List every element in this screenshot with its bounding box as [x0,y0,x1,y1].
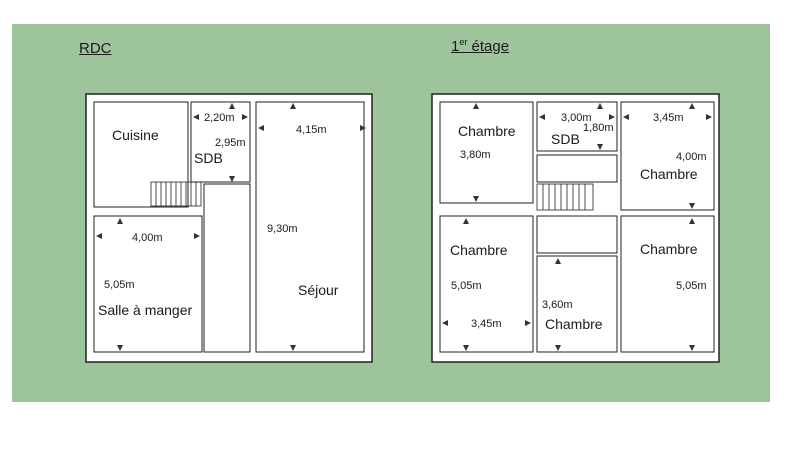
room-couloir [203,183,251,353]
dimension-label: 5,05m [451,280,482,292]
dimension-label: 2,20m [204,112,235,124]
room-rangement [536,215,618,254]
room-label-chambre: Chambre [450,242,508,258]
dimension-label: 4,15m [296,124,327,136]
etage-dimension-arrows [442,103,712,351]
room-label-sdb-etage: SDB [551,131,580,147]
room-label-chambre: Chambre [640,241,698,257]
room-label-chambre: Chambre [640,166,698,182]
plan-1er-etage: Chambre SDB Chambre Chambre Chambre Cham… [431,93,720,363]
title-superscript: er [459,37,468,47]
stairs-etage [536,183,594,211]
dimension-label: 5,05m [676,280,707,292]
room-label-chambre: Chambre [545,316,603,332]
title-1er-etage: 1er étage [451,37,509,55]
title-rest: étage [467,38,510,55]
room-cuisine [93,101,189,208]
room-label-sejour: Séjour [298,282,339,298]
stairs-rdc [150,181,202,207]
room-label-chambre: Chambre [458,123,516,139]
room-chambre-4 [536,255,618,353]
room-chambre-1 [439,101,534,204]
room-chambre-5 [620,215,715,353]
title-number: 1 [451,38,460,55]
dimension-label: 3,60m [542,299,573,311]
room-label-sdb-rdc: SDB [194,150,223,166]
title-rdc: RDC [79,40,112,57]
dimension-label: 9,30m [267,223,298,235]
dimension-label: 3,45m [471,318,502,330]
dimension-label: 3,45m [653,112,684,124]
room-chambre-3 [439,215,534,353]
rdc-dimension-arrows [96,103,366,351]
dimension-label: 1,80m [583,122,614,134]
plan-rdc: Cuisine SDB Séjour Salle à manger 2,20m … [85,93,373,363]
room-chambre-2 [620,101,715,211]
room-sdb-rdc [190,101,251,183]
dimension-label: 5,05m [104,279,135,291]
dimension-label: 4,00m [676,151,707,163]
room-palier [536,154,618,183]
room-label-cuisine: Cuisine [112,127,159,143]
room-sdb-etage [536,101,618,152]
dimension-label: 4,00m [132,232,163,244]
room-sejour [255,101,365,353]
dimension-label: 2,95m [215,137,246,149]
dimension-label: 3,80m [460,149,491,161]
dimension-label: 3,00m [561,112,592,124]
room-salle-a-manger [93,215,203,353]
room-label-salle-a-manger: Salle à manger [98,302,193,318]
